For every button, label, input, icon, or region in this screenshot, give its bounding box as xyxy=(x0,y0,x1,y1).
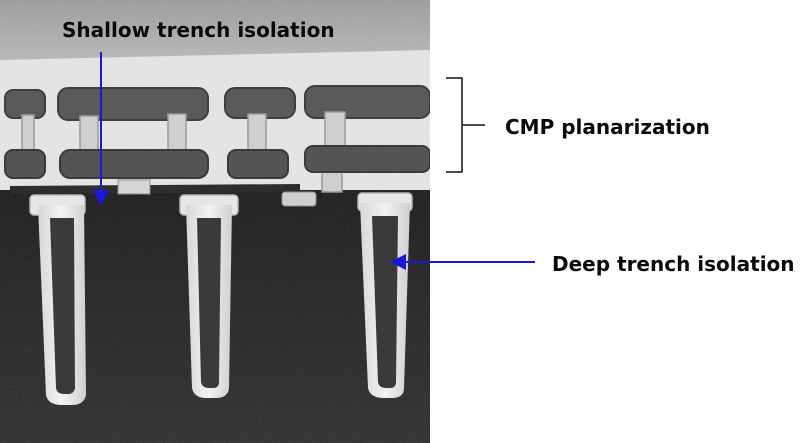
metal-lower-3 xyxy=(227,149,289,179)
deep-trench-2 xyxy=(186,205,232,398)
gate-contact-1 xyxy=(117,179,151,195)
deep-trench-label: Deep trench isolation xyxy=(552,252,795,276)
deep-trench-1 xyxy=(38,205,86,405)
metal-lower-2 xyxy=(59,149,209,179)
metal-lower-row xyxy=(4,145,430,179)
vias xyxy=(21,111,346,193)
metal-lower-4 xyxy=(304,145,430,173)
cmp-planarization-label: CMP planarization xyxy=(505,115,710,139)
metal-upper-4 xyxy=(304,85,430,119)
cmp-bracket xyxy=(446,77,485,173)
sem-micrograph xyxy=(0,0,430,443)
metal-upper-row xyxy=(4,85,430,121)
shallow-trench-label: Shallow trench isolation xyxy=(62,18,335,42)
metal-lower-1 xyxy=(4,149,46,179)
metal-upper-2 xyxy=(57,87,209,121)
gate-contact-2 xyxy=(281,191,317,207)
interface-layer xyxy=(10,184,300,194)
